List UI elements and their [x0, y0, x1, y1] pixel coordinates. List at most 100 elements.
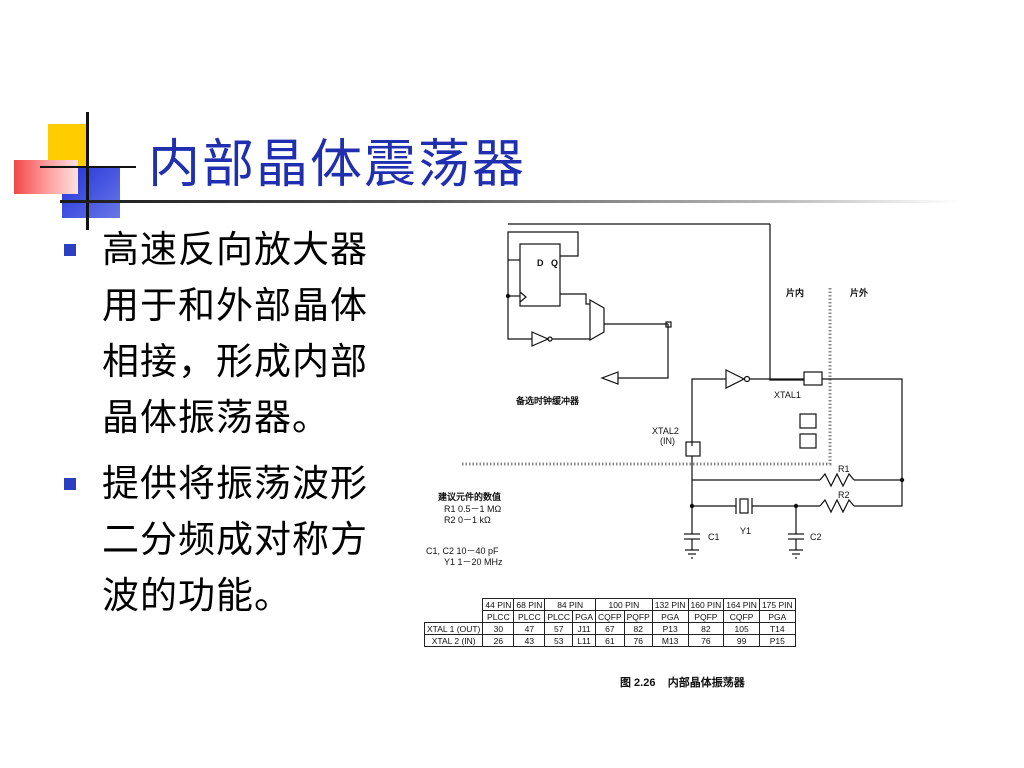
deco-red-square — [14, 160, 78, 194]
table-subheader-cell: PQFP — [687, 610, 725, 623]
table-cell: 61 — [595, 634, 625, 647]
pad-box — [799, 433, 817, 449]
table-subheader-cell: CQFP — [723, 610, 760, 623]
ff-input-wire — [507, 296, 532, 340]
table-header-cell: 160 PIN — [687, 598, 725, 611]
bullet-list: 高速反向放大器用于和外部晶体相接，形成内部晶体振荡器。 提供将振荡波形二分频成对… — [62, 222, 392, 634]
resistor-r1 — [819, 472, 855, 488]
bullet-text: 提供将振荡波形二分频成对称方波的功能。 — [102, 462, 368, 617]
table-header-cell: 175 PIN — [758, 598, 796, 611]
suggested-y: Y1 1－20 MHz — [444, 557, 503, 567]
deco-vertical-line — [86, 112, 89, 230]
flip-flop-clock-mark — [519, 291, 527, 303]
chip-boundary — [460, 288, 832, 466]
buffer-triangle — [600, 371, 619, 385]
bullet-square-icon — [64, 244, 76, 256]
suggested-r1: R1 0.5－1 MΩ — [444, 504, 502, 514]
figure-caption: 图 2.26 内部晶体振荡器 — [620, 674, 745, 690]
figure-caption-text: 内部晶体振荡器 — [667, 677, 745, 689]
deco-yellow-square — [48, 124, 88, 166]
on-chip-label: 片内 — [786, 288, 805, 298]
pad-box — [799, 413, 817, 429]
xtal1-pad — [803, 371, 823, 386]
table-cell: 76 — [623, 634, 653, 647]
ff-q-to-mux-wire — [560, 293, 590, 305]
table-subheader-cell: PLCC — [482, 610, 515, 623]
bullet-item: 提供将振荡波形二分频成对称方波的功能。 — [62, 456, 392, 624]
bullet-square-icon — [64, 478, 76, 490]
inverter-small — [531, 331, 550, 347]
table-subheader-cell: PGA — [651, 610, 689, 623]
oscillator-schematic — [460, 223, 905, 559]
table-cell: P13 — [651, 622, 689, 635]
xtal2-wire — [691, 378, 726, 446]
table-cell: L11 — [572, 634, 597, 647]
c2-label: C2 — [810, 532, 822, 542]
xtal2-in-label: (IN) — [660, 436, 675, 446]
table-cell: 82 — [623, 622, 653, 635]
table-header-cell: 68 PIN — [513, 598, 546, 611]
table-cell: 53 — [544, 634, 574, 647]
pin-table: 44 PIN 68 PIN 84 PIN 100 PIN 132 PIN 160… — [423, 598, 796, 647]
main-inverter-bubble — [743, 375, 751, 383]
table-subheader-cell: PQFP — [623, 610, 653, 623]
table-cell: 57 — [544, 622, 574, 635]
table-cell: 30 — [482, 622, 515, 635]
slide-title: 内部晶体震荡器 — [148, 135, 527, 195]
table-subheader-cell: PLCC — [513, 610, 546, 623]
ff-q-label: Q — [551, 258, 559, 268]
deco-horizontal-line — [40, 166, 136, 168]
resistor-r2 — [819, 498, 855, 514]
title-divider — [60, 200, 960, 203]
xtal2-pad — [685, 441, 701, 457]
clock-out-wire — [769, 224, 804, 381]
r2-right-wire — [854, 480, 903, 507]
table-row-label: XTAL 1 (OUT) — [423, 622, 484, 635]
xtal2-label: XTAL2 — [652, 426, 679, 436]
bullet-item: 高速反向放大器用于和外部晶体相接，形成内部晶体振荡器。 — [62, 222, 392, 446]
buffer-label: 备选时钟缓冲器 — [516, 396, 580, 406]
table-header-cell: 100 PIN — [595, 598, 653, 611]
figure-caption-number: 图 2.26 — [620, 677, 656, 689]
oscillator-figure: D Q 片内 片外 XTAL1 XTAL2 (IN) 备选时钟缓冲器 R1 R2… — [400, 208, 980, 708]
table-subheader-row: PLCC PLCC PLCC PGA CQFP PQFP PGA PQFP CQ… — [425, 610, 796, 623]
table-header-cell: 44 PIN — [482, 598, 515, 611]
table-subheader-cell: PGA — [758, 610, 796, 623]
table-subheader-cell: CQFP — [595, 610, 625, 623]
inverter-bubble — [547, 336, 553, 342]
table-corner — [425, 599, 483, 611]
table-cell: M13 — [651, 634, 689, 647]
table-cell: 43 — [513, 634, 546, 647]
table-cell: 99 — [723, 634, 760, 647]
mux-block — [589, 298, 605, 342]
table-subheader-cell: PGA — [572, 610, 597, 623]
y1-label: Y1 — [740, 526, 752, 536]
table-header-cell: 132 PIN — [651, 598, 689, 611]
suggested-c: C1, C2 10－40 pF — [426, 546, 499, 556]
suggested-r2: R2 0－1 kΩ — [444, 515, 491, 525]
main-inverter — [725, 369, 746, 389]
ff-d-label: D — [537, 258, 544, 268]
table-cell: 76 — [687, 634, 725, 647]
table-cell: 67 — [595, 622, 625, 635]
table-header-cell: 164 PIN — [723, 598, 760, 611]
table-header-cell: 84 PIN — [544, 598, 597, 611]
table-cell: 105 — [723, 622, 760, 635]
c1-label: C1 — [708, 532, 720, 542]
suggested-values-title: 建议元件的数值 — [438, 492, 502, 502]
table-cell: 82 — [687, 622, 725, 635]
table-row: XTAL 2 (IN) 26 43 53 L11 61 76 M13 76 99… — [423, 634, 796, 647]
table-cell: 47 — [513, 622, 546, 635]
crystal-body — [739, 498, 749, 514]
xtal1-external-wire — [822, 378, 903, 480]
off-chip-label: 片外 — [850, 288, 869, 298]
flip-flop-block — [519, 243, 561, 307]
table-row: XTAL 1 (OUT) 30 47 57 J11 67 82 P13 82 1… — [423, 622, 796, 635]
table-corner — [425, 611, 483, 623]
buffer-wire — [618, 324, 669, 379]
table-cell: P15 — [758, 634, 796, 647]
table-header-row: 44 PIN 68 PIN 84 PIN 100 PIN 132 PIN 160… — [425, 598, 796, 611]
table-subheader-cell: PLCC — [544, 610, 574, 623]
ff-feedback-wire — [507, 231, 579, 296]
r1-label: R1 — [838, 464, 850, 474]
